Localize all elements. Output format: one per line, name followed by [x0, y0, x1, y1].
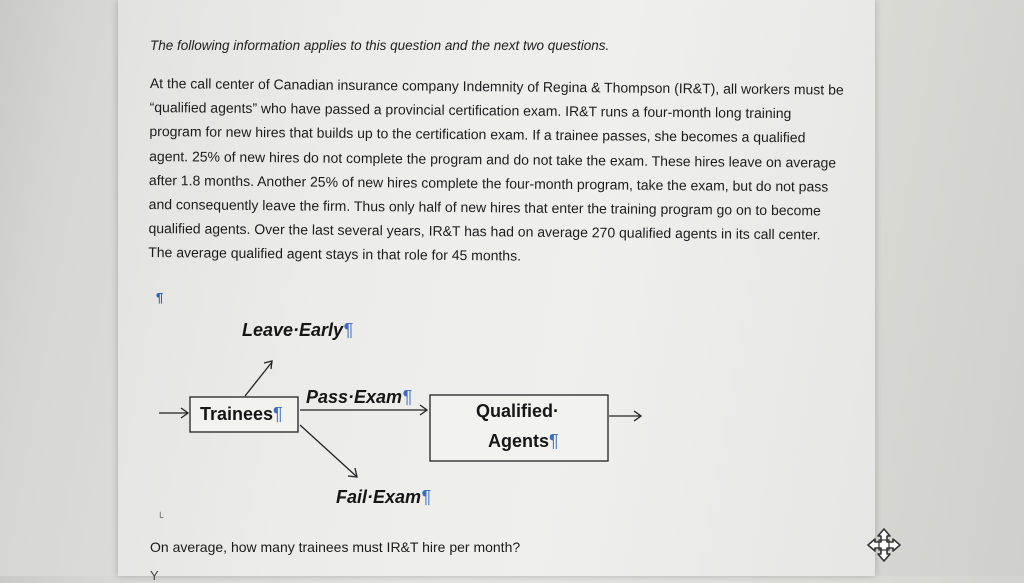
agents-label: Agents¶: [488, 431, 559, 451]
leave-early-label: Leave·Early¶: [242, 320, 353, 340]
move-cursor-icon[interactable]: [866, 527, 902, 563]
trainees-label: Trainees¶: [200, 404, 283, 424]
qualified-label: Qualified·: [476, 401, 560, 421]
trainees-box: [189, 396, 299, 433]
pass-exam-arrow: [300, 404, 429, 416]
qualified-agents-box: [429, 394, 609, 462]
pilcrow-mark: ¶: [156, 290, 164, 305]
pass-exam-label: Pass·Exam¶: [306, 387, 412, 407]
question-text: On average, how many trainees must IR&T …: [150, 539, 521, 555]
intro-text: The following information applies to thi…: [150, 38, 610, 53]
incoming-arrow: [159, 407, 190, 419]
document-page: [118, 0, 875, 576]
fail-exam-arrow: [299, 424, 358, 478]
fail-exam-label: Fail·Exam¶: [336, 487, 431, 507]
outgoing-arrow: [609, 410, 643, 422]
leave-early-arrow: [244, 360, 273, 397]
section-break-mark: └: [157, 512, 164, 522]
